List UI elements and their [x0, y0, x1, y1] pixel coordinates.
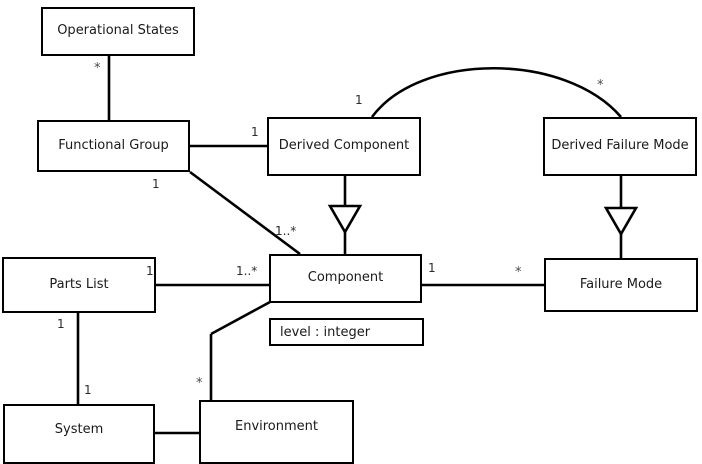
- multiplicity-component-right-one: 1: [428, 261, 436, 275]
- class-box-component[interactable]: Component: [269, 254, 422, 303]
- class-box-system[interactable]: System: [3, 404, 155, 464]
- connector-functional-group-component: [189, 170, 301, 256]
- generalization-triangle-failure-mode: [603, 206, 639, 237]
- class-name-derived-failure-mode: Derived Failure Mode: [551, 138, 689, 154]
- class-box-parts-list[interactable]: Parts List: [2, 257, 156, 313]
- class-name-parts-list: Parts List: [49, 276, 109, 292]
- class-name-derived-component: Derived Component: [278, 138, 410, 154]
- multiplicity-parts-list-system-upper-one: 1: [57, 317, 65, 331]
- class-name-system: System: [54, 421, 104, 437]
- multiplicity-component-upper-one-star: 1..*: [275, 224, 297, 238]
- class-name-operational-states: Operational States: [57, 23, 179, 39]
- class-name-failure-mode: Failure Mode: [579, 276, 663, 292]
- connector-derived-component-derived-failure-mode: [370, 66, 622, 118]
- class-box-operational-states[interactable]: Operational States: [41, 7, 195, 56]
- generalization-triangle-component: [327, 204, 363, 235]
- class-box-derived-component[interactable]: Derived Component: [267, 117, 421, 176]
- class-name-environment: Environment: [234, 418, 318, 434]
- multiplicity-operational-states-star: *: [94, 61, 101, 76]
- multiplicity-derived-component-one: 1: [251, 125, 259, 139]
- multiplicity-parts-list-one: 1: [146, 264, 154, 278]
- multiplicity-curve-one: 1: [355, 93, 363, 107]
- class-name-component: Component: [307, 270, 384, 286]
- class-attribute-component-level: level : integer: [269, 318, 424, 346]
- multiplicity-failure-mode-star: *: [515, 265, 522, 280]
- class-name-functional-group: Functional Group: [58, 137, 169, 153]
- class-box-failure-mode[interactable]: Failure Mode: [544, 258, 698, 312]
- attribute-text-level: level : integer: [280, 324, 371, 340]
- multiplicity-environment-star: *: [196, 376, 203, 391]
- class-box-functional-group[interactable]: Functional Group: [37, 120, 190, 172]
- multiplicity-curve-star: *: [597, 78, 604, 93]
- multiplicity-system-one: 1: [84, 383, 92, 397]
- connector-environment-component-diagonal: [210, 300, 271, 336]
- multiplicity-functional-group-one: 1: [152, 177, 160, 191]
- class-box-environment[interactable]: Environment: [199, 400, 354, 464]
- class-box-derived-failure-mode[interactable]: Derived Failure Mode: [543, 117, 697, 176]
- multiplicity-component-left-one-star: 1..*: [236, 264, 258, 278]
